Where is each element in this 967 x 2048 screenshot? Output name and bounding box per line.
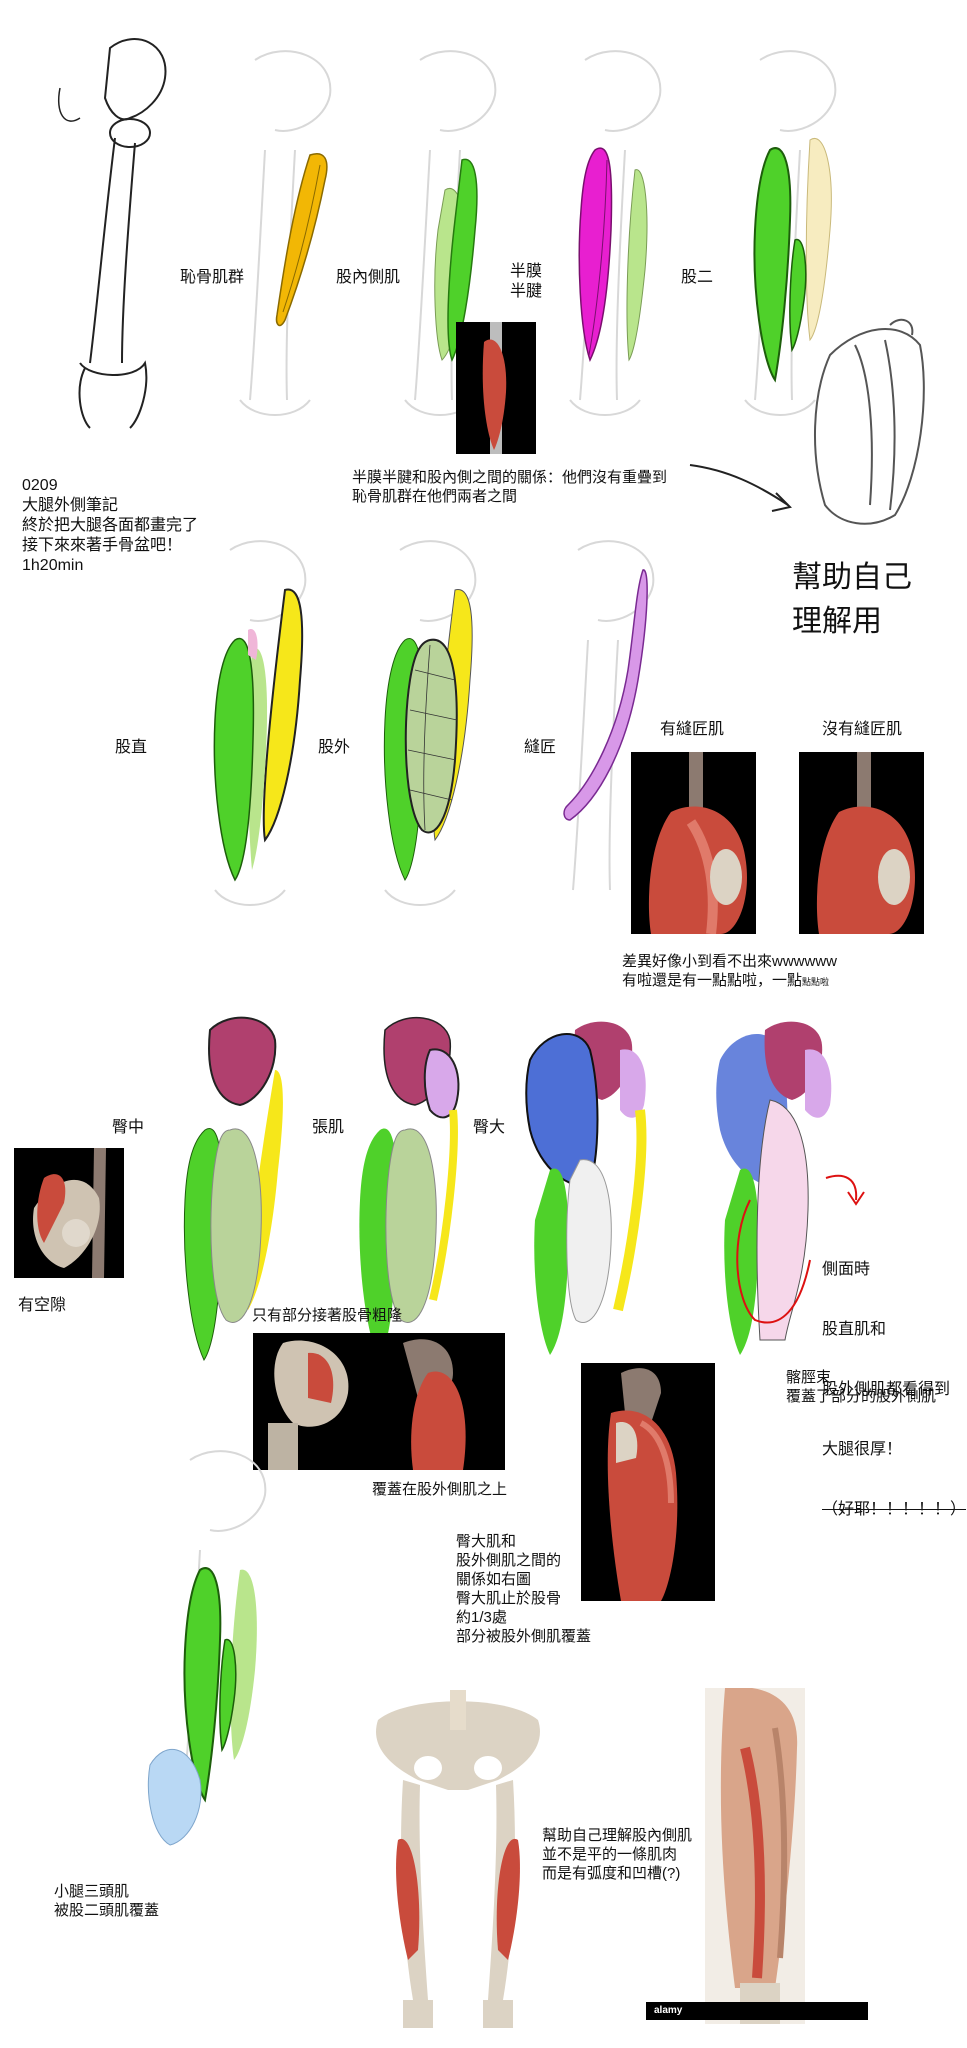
label-gmed: 臀中 xyxy=(112,1119,145,1136)
semi-reference-photo xyxy=(456,322,536,454)
sartorius-muscle-figure xyxy=(563,540,655,891)
calf-muscle-figure xyxy=(147,1450,267,1846)
gmed-reference-photo xyxy=(14,1148,124,1278)
label-rectus: 股直 xyxy=(115,739,148,756)
biceps-muscle-figure xyxy=(744,50,837,416)
label-without-sartorius: 沒有縫匠肌 xyxy=(822,721,903,738)
without-sartorius-photo xyxy=(799,752,924,934)
label-lateral: 股外 xyxy=(318,739,351,756)
label-semi: 半膜 半腱 xyxy=(510,263,543,300)
handwritten-note: 幫助自己 理解用 xyxy=(792,560,912,639)
gmax-relation-photo xyxy=(581,1363,715,1601)
side-view-note: 側面時 股直肌和 股外側肌都看得到 大腿很厚！ （好耶！！！！！） xyxy=(822,1261,967,1518)
difference-note-1: 差異好像小到看不出來wwwwww xyxy=(622,953,837,970)
itb-note: 髂脛束 覆蓋了部分的股外側肌 xyxy=(786,1369,937,1405)
covers-reference-photo xyxy=(253,1333,505,1470)
label-with-sartorius: 有縫匠肌 xyxy=(660,721,725,738)
quiver-sketch xyxy=(813,318,925,525)
femur-sketch xyxy=(58,38,167,429)
label-pubic: 恥骨肌群 xyxy=(180,269,245,286)
gmax-relation-note: 臀大肌和 股外側肌之間的 關係如右圖 臀大肌止於股骨 約1/3處 部分被股外側肌… xyxy=(456,1533,592,1645)
alamy-watermark-bar: alamy xyxy=(646,2002,868,2020)
with-sartorius-photo xyxy=(631,752,756,934)
partial-note: 只有部分接著股骨粗隆 xyxy=(252,1307,403,1324)
label-sartorius: 縫匠 xyxy=(524,739,557,756)
label-tfl: 張肌 xyxy=(312,1119,345,1136)
semi-muscle-figure xyxy=(569,50,662,416)
arrow-icon xyxy=(689,464,792,512)
tfl-muscle-figure xyxy=(359,1016,460,1360)
lateral-muscle-figure xyxy=(383,540,477,906)
gmax-muscle-figure xyxy=(525,1021,647,1355)
rectus-muscle-figure xyxy=(213,540,307,906)
pelvis-legs-photo xyxy=(376,1690,540,2028)
gap-note: 有空隙 xyxy=(18,1297,67,1314)
itb-muscle-figure xyxy=(716,1021,832,1355)
pubic-muscle-figure xyxy=(239,50,332,416)
watermark-text: alamy xyxy=(654,2005,683,2016)
calf-note: 小腿三頭肌 被股二頭肌覆蓋 xyxy=(54,1883,160,1919)
semi-relation-note: 半膜半腱和股內側之間的關係：他們沒有重疊到 恥骨肌群在他們兩者之間 xyxy=(352,469,668,505)
label-biceps: 股二 xyxy=(681,269,714,286)
understand-note: 幫助自己理解股內側肌 並不是平的一條肌肉 而是有弧度和凹槽(?) xyxy=(542,1827,693,1882)
red-arrow-icon xyxy=(825,1174,865,1206)
anatomy-leg-photo xyxy=(705,1688,805,2024)
covers-note: 覆蓋在股外側肌之上 xyxy=(372,1481,508,1498)
gmed-muscle-figure xyxy=(183,1016,283,1362)
intro-note: 0209 大腿外側筆記 終於把大腿各面都畫完了 接下來來著手骨盆吧！ 1h20m… xyxy=(22,477,199,574)
label-adductor: 股內側肌 xyxy=(336,269,401,286)
difference-note-2: 有啦還是有一點點啦，一點點點啦 xyxy=(622,972,830,989)
label-gmax: 臀大 xyxy=(473,1119,506,1136)
